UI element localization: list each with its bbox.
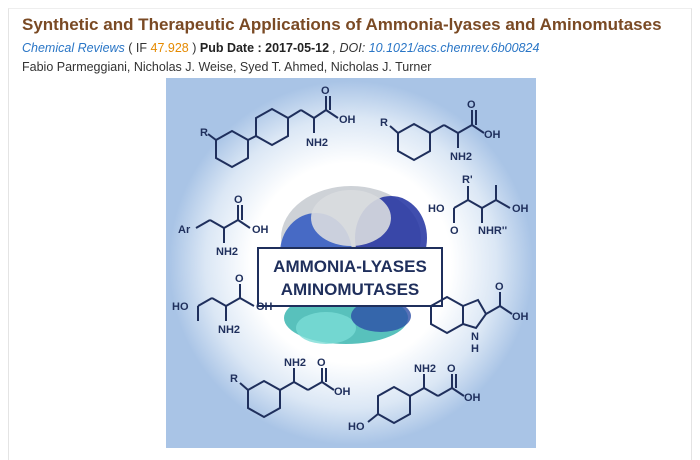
enzyme-label-box: AMMONIA-LYASES AMINOMUTASES [257,247,443,307]
toc-graphic[interactable]: AMMONIA-LYASES AMINOMUTASES R OH NH2 O [166,78,536,448]
mol6-n: N [471,331,479,343]
mol7-oh: OH [334,386,351,398]
label-line2: AMINOMUTASES [281,280,420,299]
doi-link[interactable]: 10.1021/acs.chemrev.6b00824 [368,41,540,55]
mol3-o: O [234,194,243,206]
article-title[interactable]: Synthetic and Therapeutic Applications o… [22,15,662,34]
mol5-ho: HO [172,301,189,313]
molecule-biphenylalanine [207,96,339,169]
mol4-ho: HO [428,203,445,215]
molecule-beta-tyrosine [367,374,465,425]
mol4-r-prime: R' [462,174,473,186]
mol3-nh2: NH2 [216,246,238,258]
molecule-beta-phenylalanine [239,368,335,419]
if-close: ) [188,41,200,55]
authors-list: Fabio Parmeggiani, Nicholas J. Weise, Sy… [22,60,432,74]
mol8-oh: OH [464,392,481,404]
mol3-oh: OH [252,224,269,236]
mol4-o: O [450,225,459,237]
molecule-aspartate [197,284,255,321]
mol6-h: H [471,343,479,355]
toc-graphic-svg: AMMONIA-LYASES AMINOMUTASES R OH NH2 O [166,78,536,448]
label-line1: AMMONIA-LYASES [273,257,427,276]
mol8-nh2: NH2 [414,363,436,375]
mol4-oh: OH [512,203,529,215]
article-meta: Chemical Reviews ( IF 47.928 ) Pub Date … [22,41,539,55]
mol1-o: O [321,85,330,97]
mol7-nh2: NH2 [284,357,306,369]
mol1-oh: OH [339,114,356,126]
mol5-o: O [235,273,244,285]
article-card [8,8,692,460]
mol8-ho: HO [348,421,365,433]
mol2-r: R [380,117,388,129]
mol4-nhr: NHR'' [478,225,507,237]
mol6-o: O [495,281,504,293]
mol2-oh: OH [484,129,501,141]
impact-factor: 47.928 [150,41,189,55]
if-open: ( IF [124,41,151,55]
molecule-aryl-alanine [195,205,251,243]
mol1-r: R [200,127,208,139]
molecule-indoline-carboxylic-acid [430,292,513,335]
mol5-nh2: NH2 [218,324,240,336]
mol7-o: O [317,357,326,369]
mol5-oh: OH [256,301,273,313]
journal-link[interactable]: Chemical Reviews [22,41,125,55]
mol8-o: O [447,363,456,375]
mol6-oh: OH [512,311,529,323]
mol7-r: R [230,373,238,385]
doi-label: , DOI: [329,41,369,55]
mol2-nh2: NH2 [450,151,472,163]
molecule-substituted-aspartate [453,185,511,223]
mol1-nh2: NH2 [306,137,328,149]
pub-date: Pub Date : 2017-05-12 [199,41,330,55]
molecule-phenylalanine [389,110,485,162]
mol3-ar: Ar [178,224,191,236]
mol2-o: O [467,99,476,111]
